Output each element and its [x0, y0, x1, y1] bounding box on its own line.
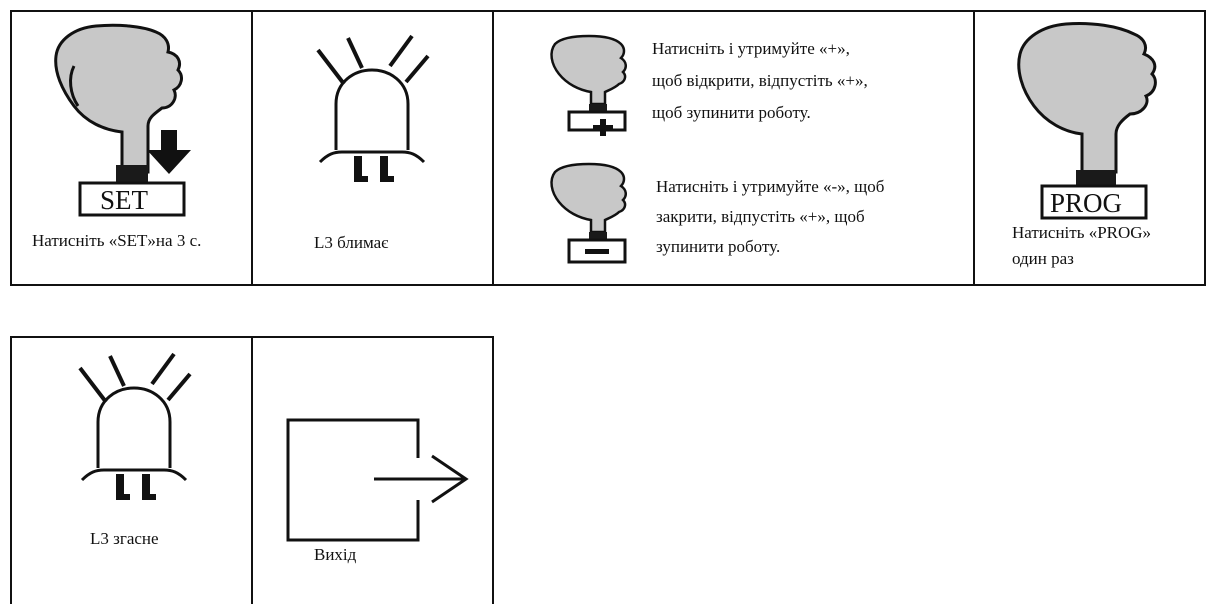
step2-caption: L3 блимає	[314, 233, 389, 252]
step5-caption: L3 згасне	[90, 529, 159, 548]
hand-press-icon	[54, 23, 183, 174]
step4-caption-line-2: один раз	[1012, 249, 1074, 268]
down-arrow-icon	[147, 130, 191, 174]
step1-caption: Натисніть «SET»на 3 с.	[32, 231, 202, 250]
plus-button-icon	[593, 119, 613, 136]
row1-divider-2	[492, 10, 494, 286]
open-instruction-line-2: щоб відкрити, відпустіть «+»,	[652, 71, 868, 90]
prog-button-label: PROG	[1050, 188, 1122, 218]
row2-divider	[251, 336, 253, 604]
prog-button-icon: PROG	[1040, 170, 1148, 220]
led-blinking-icon	[316, 34, 430, 182]
open-instruction-line-1: Натисніть і утримуйте «+»,	[652, 39, 850, 58]
close-instruction-line-3: зупинити роботу.	[656, 237, 781, 256]
row1-divider-3	[973, 10, 975, 286]
set-button-icon: SET	[78, 165, 186, 217]
plus-hand-icon	[550, 34, 627, 132]
exit-icon	[286, 418, 469, 542]
open-instruction-line-3: щоб зупинити роботу.	[652, 103, 811, 122]
minus-hand-icon	[550, 162, 627, 264]
led-off-icon	[78, 352, 192, 500]
row1-frame	[10, 10, 1206, 286]
step4-caption-line-1: Натисніть «PROG»	[1012, 223, 1152, 242]
close-instruction-line-1: Натисніть і утримуйте «-», щоб	[656, 177, 885, 196]
step6-caption: Вихід	[314, 545, 357, 564]
close-instruction-line-2: закрити, відпустіть «+», щоб	[656, 207, 865, 226]
set-button-label: SET	[100, 185, 149, 215]
hand-press-prog-icon	[1017, 22, 1157, 174]
row1-divider-1	[251, 10, 253, 286]
